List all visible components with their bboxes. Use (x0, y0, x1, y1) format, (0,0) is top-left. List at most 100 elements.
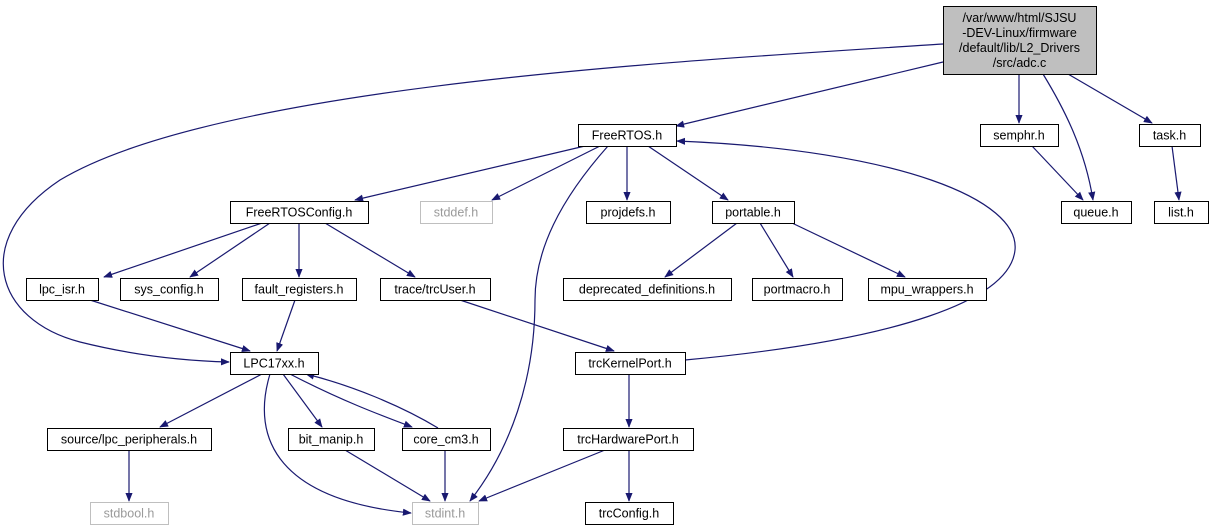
node-label: stdbool.h (104, 507, 155, 521)
node-label: portmacro.h (764, 283, 831, 297)
node-box (230, 201, 369, 224)
node-deprecated[interactable]: deprecated_definitions.h (563, 278, 732, 301)
node-queue[interactable]: queue.h (1061, 201, 1132, 224)
node-box (868, 278, 987, 301)
node-box (980, 124, 1059, 147)
edge-trcuser-to-trckernelport (459, 299, 615, 352)
node-label: trace/trcUser.h (394, 283, 475, 297)
node-label: FreeRTOSConfig.h (246, 206, 353, 220)
node-lpcperipherals[interactable]: source/lpc_peripherals.h (47, 428, 212, 451)
node-label: list.h (1168, 206, 1194, 220)
edge-semphr-to-queue (1031, 145, 1084, 201)
edge-lpc17xx-to-corecm3 (289, 373, 413, 428)
node-label: source/lpc_peripherals.h (61, 433, 197, 447)
edge-root-to-queue (1042, 73, 1096, 201)
edge-layer (2, 43, 1182, 516)
node-mpuwrappers[interactable]: mpu_wrappers.h (868, 278, 987, 301)
node-label: -DEV-Linux/firmware (962, 26, 1077, 40)
edge-corecm3-to-lpc17xx (305, 372, 439, 429)
node-label: FreeRTOS.h (592, 129, 662, 143)
node-root: /var/www/html/SJSU-DEV-Linux/firmware/de… (943, 6, 1097, 75)
node-list[interactable]: list.h (1154, 201, 1209, 224)
node-box (412, 502, 479, 525)
node-label: task.h (1153, 129, 1186, 143)
node-label: LPC17xx.h (243, 357, 304, 371)
edge-trchardwareport-to-stdint (478, 449, 606, 502)
node-bitmanip[interactable]: bit_manip.h (288, 428, 375, 451)
node-box (402, 428, 491, 451)
edge-root-to-lpc17xx (2, 43, 944, 366)
edge-lpcisr-to-lpc17xx (89, 299, 251, 352)
node-label: /src/adc.c (993, 56, 1047, 70)
node-box (712, 201, 795, 224)
node-box (943, 6, 1097, 75)
node-box (1061, 201, 1132, 224)
node-stdbool: stdbool.h (90, 502, 169, 525)
node-label: stddef.h (434, 206, 479, 220)
node-freertosconfig[interactable]: FreeRTOSConfig.h (230, 201, 369, 224)
node-label: semphr.h (993, 129, 1044, 143)
edge-portable-to-portmacro (759, 222, 794, 278)
node-task[interactable]: task.h (1139, 124, 1201, 147)
node-box (575, 352, 686, 375)
node-label: trcConfig.h (599, 507, 659, 521)
node-box (586, 201, 671, 224)
edge-lpc17xx-to-lpcperipherals (159, 373, 263, 428)
edge-lpc17xx-to-stdint (263, 373, 412, 516)
node-box (242, 278, 357, 301)
node-box (230, 352, 319, 375)
node-layer: /var/www/html/SJSU-DEV-Linux/firmware/de… (26, 6, 1209, 525)
node-box (26, 278, 99, 301)
node-projdefs[interactable]: projdefs.h (586, 201, 671, 224)
edge-portable-to-deprecated (664, 222, 738, 278)
edge-bitmanip-to-stdint (344, 449, 431, 502)
node-label: fault_registers.h (255, 283, 344, 297)
node-box (1154, 201, 1209, 224)
node-stddef: stddef.h (420, 201, 493, 224)
node-box (380, 278, 491, 301)
node-portable[interactable]: portable.h (712, 201, 795, 224)
node-semphr[interactable]: semphr.h (980, 124, 1059, 147)
node-portmacro[interactable]: portmacro.h (752, 278, 843, 301)
edge-root-to-task (1067, 73, 1153, 124)
edge-freertos-to-portable (647, 145, 729, 201)
node-label: /default/lib/L2_Drivers (959, 41, 1080, 55)
node-box (47, 428, 212, 451)
node-trcconfig[interactable]: trcConfig.h (585, 502, 674, 525)
node-trchardwareport[interactable]: trcHardwarePort.h (563, 428, 694, 451)
node-label: projdefs.h (601, 206, 656, 220)
edge-freertos-to-stdint (469, 145, 609, 502)
node-box (288, 428, 375, 451)
edge-task-to-list (1171, 145, 1182, 201)
node-label: deprecated_definitions.h (579, 283, 715, 297)
node-label: trcKernelPort.h (588, 357, 671, 371)
node-sysconfig[interactable]: sys_config.h (120, 278, 219, 301)
node-label: /var/www/html/SJSU (963, 11, 1077, 25)
node-label: trcHardwarePort.h (577, 433, 678, 447)
node-box (752, 278, 843, 301)
node-trckernelport[interactable]: trcKernelPort.h (575, 352, 686, 375)
node-box (420, 201, 493, 224)
node-lpc17xx[interactable]: LPC17xx.h (230, 352, 319, 375)
edge-portable-to-mpuwrappers (791, 222, 906, 278)
node-stdint: stdint.h (412, 502, 479, 525)
node-corecm3[interactable]: core_cm3.h (402, 428, 491, 451)
edge-trckernelport-to-freertos (676, 137, 1016, 361)
node-label: core_cm3.h (413, 433, 478, 447)
edge-freertos-to-freertosconfig (354, 145, 586, 202)
node-label: stdint.h (425, 507, 465, 521)
node-box (563, 278, 732, 301)
edge-freertosconfig-to-trcuser (324, 222, 416, 278)
edge-freertosconfig-to-lpcisr (103, 222, 263, 278)
node-label: lpc_isr.h (39, 283, 85, 297)
node-trcuser[interactable]: trace/trcUser.h (380, 278, 491, 301)
node-box (120, 278, 219, 301)
edge-freertosconfig-to-sysconfig (189, 222, 271, 278)
node-faultregs[interactable]: fault_registers.h (242, 278, 357, 301)
node-label: mpu_wrappers.h (880, 283, 973, 297)
node-freertos[interactable]: FreeRTOS.h (578, 124, 677, 147)
edge-freertos-to-stddef (491, 145, 601, 201)
node-label: sys_config.h (134, 283, 204, 297)
node-lpcisr[interactable]: lpc_isr.h (26, 278, 99, 301)
